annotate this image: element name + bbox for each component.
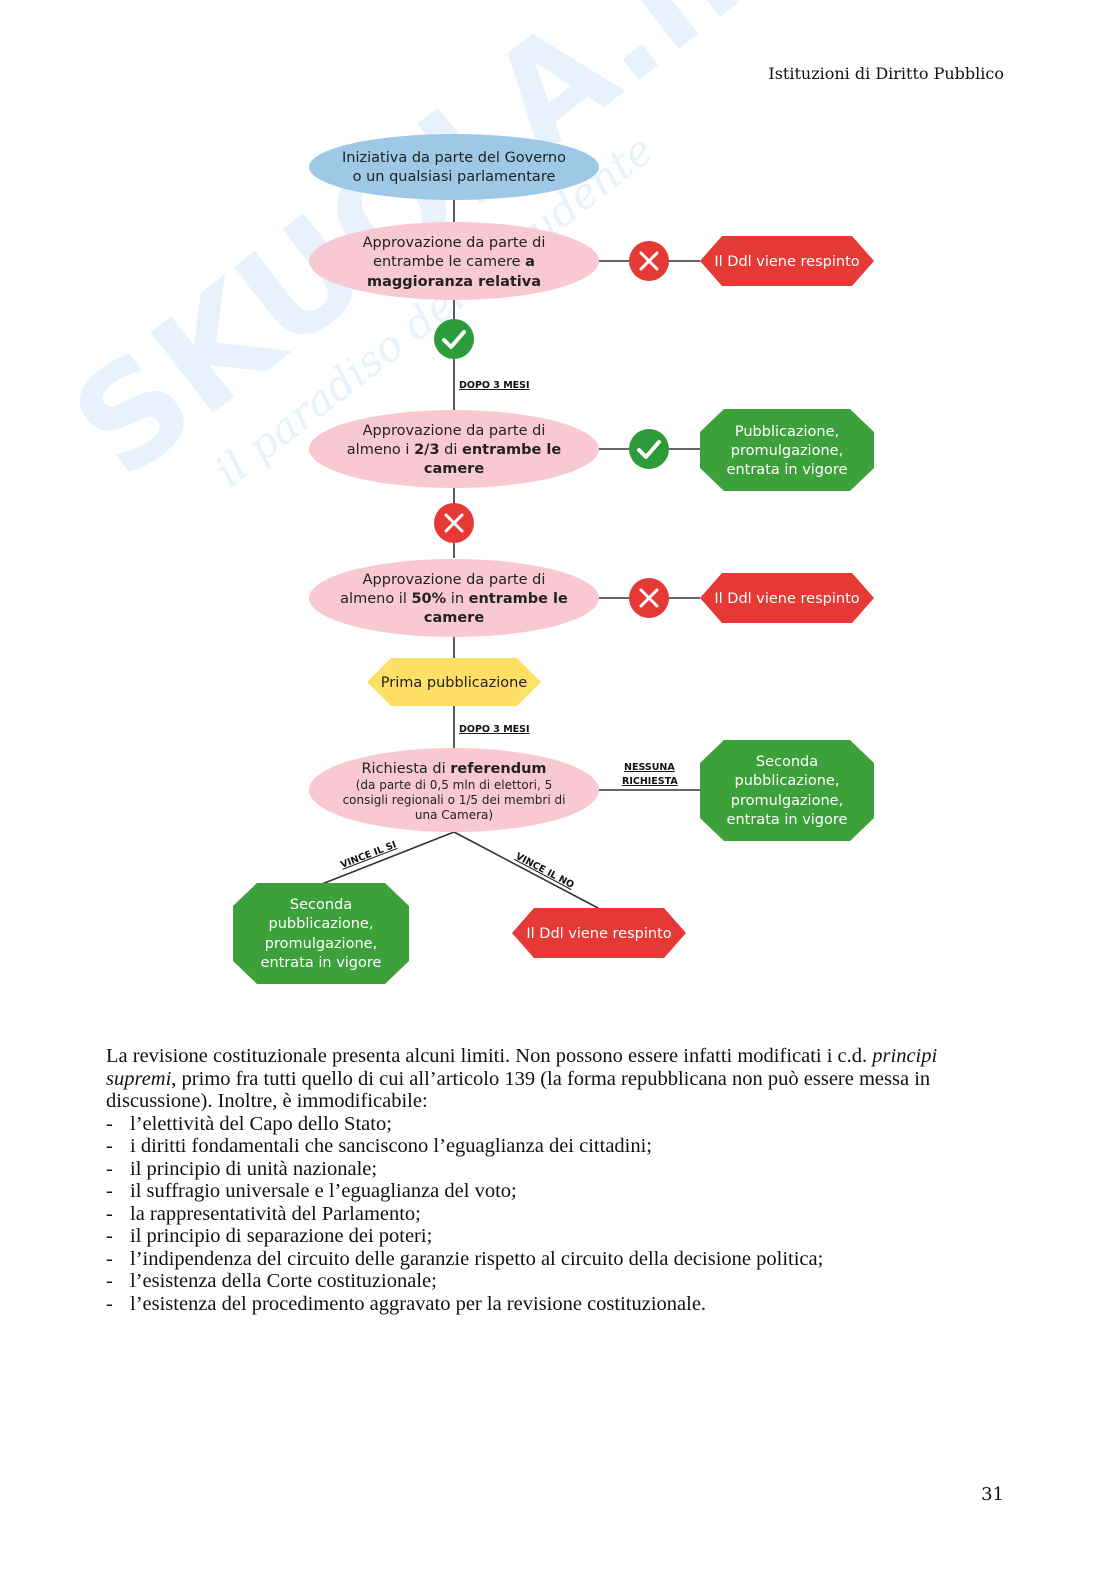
svg-text:pubblicazione,: pubblicazione, [269, 916, 374, 932]
svg-text:Seconda: Seconda [290, 897, 352, 913]
referendum-node: Richiesta di referendum (da parte di 0,5… [309, 748, 599, 832]
list-item: l’esistenza del procedimento aggravato p… [106, 1293, 1011, 1316]
list-item: i diritti fondamentali che sanciscono l’… [106, 1135, 1011, 1158]
cross-icon [629, 241, 669, 281]
pubblicazione-node: Pubblicazione, promulgazione, entrata in… [700, 409, 874, 491]
svg-text:camere: camere [424, 461, 484, 477]
body-text: La revisione costituzionale presenta alc… [106, 1045, 1011, 1315]
svg-text:camere: camere [424, 610, 484, 626]
svg-text:entrambe le camere a: entrambe le camere a [373, 254, 535, 270]
svg-text:(da parte di 0,5 mln di eletto: (da parte di 0,5 mln di elettori, 5 [356, 778, 553, 792]
svg-text:Approvazione da parte di: Approvazione da parte di [363, 572, 546, 588]
cross-icon [434, 503, 474, 543]
svg-text:maggioranza relativa: maggioranza relativa [367, 274, 541, 290]
list-item: il principio di separazione dei poteri; [106, 1225, 1011, 1248]
list-item: l’esistenza della Corte costituzionale; [106, 1270, 1011, 1293]
svg-text:Il Ddl viene respinto: Il Ddl viene respinto [526, 926, 671, 942]
list-item: l’elettività del Capo dello Stato; [106, 1113, 1011, 1136]
respinto-node: Il Ddl viene respinto [512, 908, 686, 958]
edge-label-richiesta: RICHIESTA [622, 776, 678, 787]
svg-text:Seconda: Seconda [756, 754, 818, 770]
svg-text:almeno il 50% in entrambe le: almeno il 50% in entrambe le [340, 591, 568, 607]
svg-text:Il Ddl viene respinto: Il Ddl viene respinto [714, 254, 859, 270]
edge-label-dopo-3-mesi: DOPO 3 MESI [459, 380, 530, 391]
svg-text:almeno i 2/3 di entrambe le: almeno i 2/3 di entrambe le [347, 442, 562, 458]
svg-text:Prima pubblicazione: Prima pubblicazione [381, 675, 528, 691]
seconda-pubblicazione-node: Seconda pubblicazione, promulgazione, en… [700, 740, 874, 841]
edge-label-dopo-3-mesi: DOPO 3 MESI [459, 724, 530, 735]
svg-text:promulgazione,: promulgazione, [731, 793, 843, 809]
svg-text:Approvazione da parte di: Approvazione da parte di [363, 235, 546, 251]
svg-text:promulgazione,: promulgazione, [265, 936, 377, 952]
list-item: la rappresentatività del Parlamento; [106, 1203, 1011, 1226]
svg-text:entrata in vigore: entrata in vigore [261, 955, 382, 971]
svg-text:o un qualsiasi parlamentare: o un qualsiasi parlamentare [353, 169, 556, 185]
cross-icon [629, 578, 669, 618]
prima-pubblicazione-node: Prima pubblicazione [367, 658, 541, 706]
intro-paragraph: La revisione costituzionale presenta alc… [106, 1045, 938, 1112]
svg-text:pubblicazione,: pubblicazione, [735, 773, 840, 789]
svg-text:Richiesta di referendum: Richiesta di referendum [361, 761, 546, 777]
page-number: 31 [981, 1484, 1004, 1505]
list-item: il suffragio universale e l’eguaglianza … [106, 1180, 1011, 1203]
check-icon [629, 429, 669, 469]
svg-text:Pubblicazione,: Pubblicazione, [735, 424, 839, 440]
edge-label-vince-no: VINCE IL NO [514, 851, 576, 891]
svg-text:Approvazione da parte di: Approvazione da parte di [363, 423, 546, 439]
list-item: l’indipendenza del circuito delle garanz… [106, 1248, 1011, 1271]
start-node: Iniziativa da parte del Governo o un qua… [309, 134, 599, 200]
limits-list: l’elettività del Capo dello Stato; i dir… [106, 1113, 1011, 1316]
step-cinquanta-percento: Approvazione da parte di almeno il 50% i… [309, 559, 599, 637]
seconda-pubblicazione-node: Seconda pubblicazione, promulgazione, en… [233, 883, 409, 984]
svg-text:promulgazione,: promulgazione, [731, 443, 843, 459]
svg-text:Iniziativa da parte del Govern: Iniziativa da parte del Governo [342, 150, 566, 166]
step-due-terzi: Approvazione da parte di almeno i 2/3 di… [309, 410, 599, 488]
check-icon [434, 319, 474, 359]
svg-text:Il Ddl viene respinto: Il Ddl viene respinto [714, 591, 859, 607]
svg-text:una Camera): una Camera) [415, 808, 493, 822]
edge-label-nessuna: NESSUNA [624, 762, 675, 773]
connector-lines [321, 200, 700, 909]
svg-text:entrata in vigore: entrata in vigore [727, 462, 848, 478]
respinto-node: Il Ddl viene respinto [700, 236, 874, 286]
step-maggioranza-relativa: Approvazione da parte di entrambe le cam… [309, 222, 599, 300]
svg-text:entrata in vigore: entrata in vigore [727, 812, 848, 828]
list-item: il principio di unità nazionale; [106, 1158, 1011, 1181]
svg-text:consigli regionali o 1/5 dei m: consigli regionali o 1/5 dei membri di [343, 793, 566, 807]
running-header: Istituzioni di Diritto Pubblico [768, 64, 1004, 83]
respinto-node: Il Ddl viene respinto [700, 573, 874, 623]
